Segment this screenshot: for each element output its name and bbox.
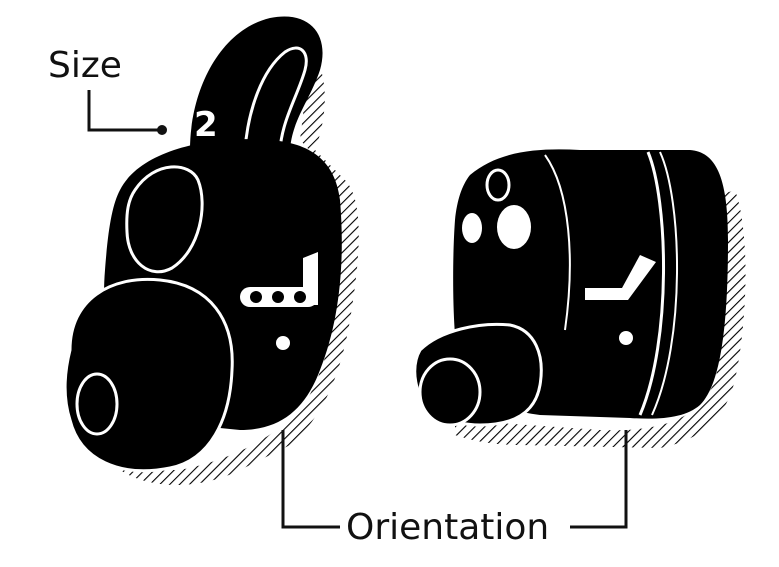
- size-wing-inner: [243, 46, 308, 152]
- left-earbud: 2: [63, 16, 359, 485]
- sensor-small: [462, 213, 482, 243]
- orientation-leader-left: [281, 430, 340, 529]
- orientation-leader-right: [570, 430, 628, 529]
- right-orientation-point: [619, 331, 633, 345]
- size-number: 2: [194, 105, 218, 145]
- right-orientation-mark: [585, 255, 656, 300]
- orientation-label: Orientation: [346, 507, 549, 548]
- left-earbud-window: [125, 165, 204, 274]
- nozzle-opening: [418, 357, 482, 427]
- orientation-callout: Orientation: [281, 430, 628, 548]
- size-label: Size: [48, 45, 122, 86]
- right-earbud-seam: [638, 151, 666, 416]
- size-indicator-dots: [240, 287, 318, 307]
- right-earbud: [413, 149, 746, 448]
- right-earbud-seam-inner: [651, 151, 679, 416]
- eartip-opening: [75, 372, 119, 436]
- left-orientation-point: [276, 336, 290, 350]
- right-earbud-face-edge: [544, 154, 571, 331]
- size-leader-line: [87, 90, 162, 132]
- sensor-large: [497, 205, 531, 249]
- size-callout: Size: [48, 45, 167, 135]
- sensor-top: [485, 168, 511, 202]
- size-leader-dot: [157, 125, 167, 135]
